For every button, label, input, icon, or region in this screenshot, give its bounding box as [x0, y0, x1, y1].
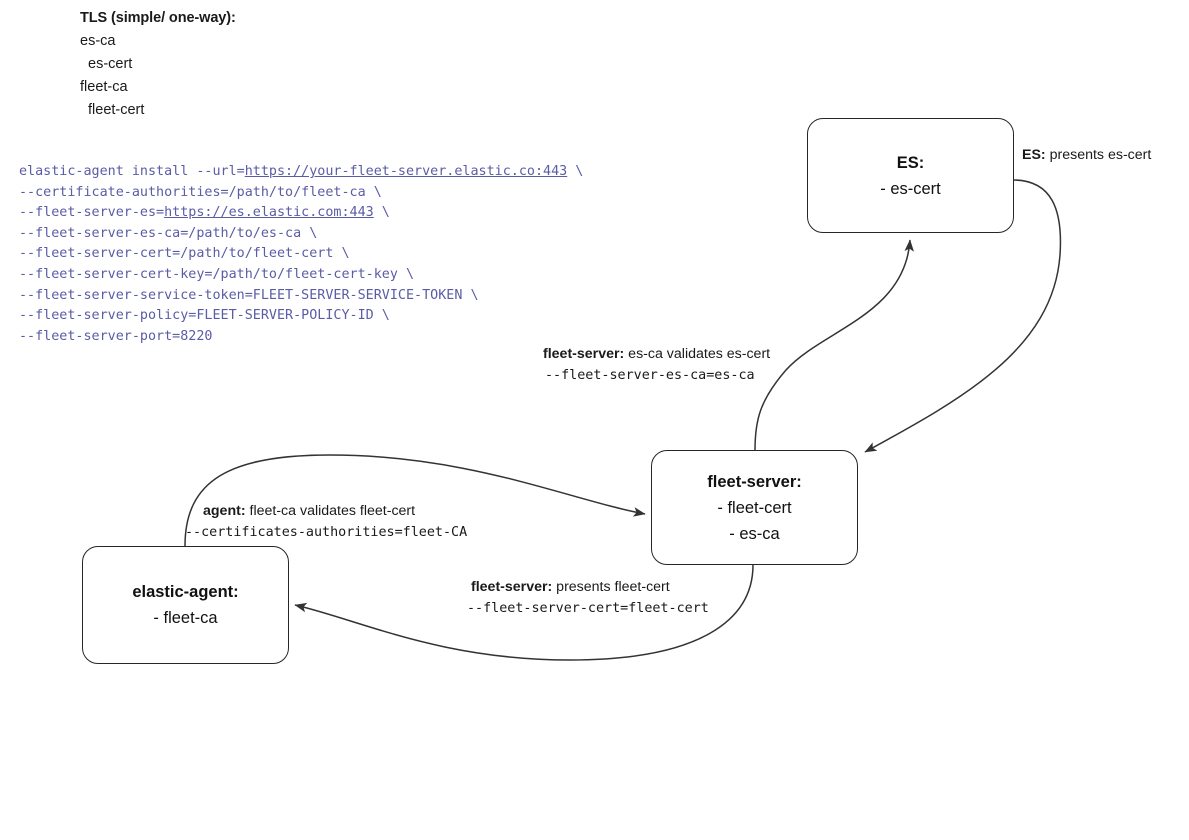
edge-label-agent-validates-rest: fleet-ca validates fleet-cert	[245, 503, 416, 519]
code-text: --fleet-server-es=	[19, 205, 165, 221]
code-line-8: --fleet-server-policy=FLEET-SERVER-POLIC…	[19, 306, 583, 327]
edge-label-fleet-server-validates-rest: es-ca validates es-cert	[624, 346, 771, 362]
code-line-5: --fleet-server-cert=/path/to/fleet-cert …	[19, 244, 583, 265]
code-link[interactable]: https://your-fleet-server.elastic.co:443	[244, 164, 568, 179]
edge-label-es-presents-bold: ES:	[1022, 147, 1046, 163]
code-text: --fleet-server-cert-key=/path/to/fleet-c…	[19, 266, 415, 282]
edge-fleet-server-to-es	[754, 239, 915, 451]
code-text: --certificate-authorities=/path/to/fleet…	[19, 184, 382, 200]
code-link[interactable]: https://es.elastic.com:443	[164, 205, 374, 221]
code-line-7: --fleet-server-service-token=FLEET-SERVE…	[19, 286, 583, 307]
code-text: \	[373, 205, 390, 221]
tls-legend: TLS (simple/ one-way): es-ca es-cert fle…	[80, 7, 236, 122]
node-fleet-server-title: fleet-server:	[707, 472, 802, 491]
node-elastic-agent[interactable]: elastic-agent: - fleet-ca	[82, 546, 289, 664]
code-line-9: --fleet-server-port=8220	[19, 327, 583, 348]
edge-label-agent-validates-bold: agent:	[203, 503, 246, 519]
code-text: --fleet-server-port=8220	[19, 328, 213, 344]
edge-label-agent-validates-row1: agent: fleet-ca validates fleet-cert	[203, 501, 467, 522]
edge-label-fleet-server-validates: fleet-server: es-ca validates es-cert --…	[543, 344, 770, 386]
code-text: --fleet-server-cert=/path/to/fleet-cert …	[19, 246, 350, 262]
code-line-6: --fleet-server-cert-key=/path/to/fleet-c…	[19, 265, 583, 286]
code-line-3: --fleet-server-es=https://es.elastic.com…	[19, 203, 583, 224]
legend-title: TLS (simple/ one-way):	[80, 10, 236, 26]
edge-label-fleet-server-presents-rest: presents fleet-cert	[552, 579, 670, 595]
node-fleet-server-line-1: - fleet-cert	[717, 498, 792, 517]
code-text: --fleet-server-service-token=FLEET-SERVE…	[19, 287, 479, 303]
node-es-title: ES:	[896, 153, 925, 172]
edge-label-es-presents-rest: presents es-cert	[1045, 147, 1152, 163]
edge-label-fleet-server-validates-bold: fleet-server:	[543, 346, 625, 362]
edge-label-agent-validates-mono: --certificates-authorities=fleet-CA	[185, 525, 468, 540]
node-es[interactable]: ES: - es-cert	[807, 118, 1014, 233]
edge-label-es-presents: ES: presents es-cert	[1022, 145, 1151, 166]
edge-label-fleet-server-presents: fleet-server: presents fleet-cert --flee…	[467, 577, 709, 619]
legend-item-fleet-ca: fleet-ca	[80, 79, 128, 95]
legend-item-es-cert: es-cert	[88, 56, 133, 72]
edge-label-fleet-server-validates-row1: fleet-server: es-ca validates es-cert	[543, 344, 770, 365]
code-text: \	[567, 164, 584, 179]
install-command-code-block: elastic-agent install --url=https://your…	[19, 162, 583, 347]
edge-label-fleet-server-presents-row1: fleet-server: presents fleet-cert	[471, 577, 709, 598]
node-elastic-agent-title: elastic-agent:	[132, 583, 239, 601]
code-text: --fleet-server-policy=FLEET-SERVER-POLIC…	[19, 308, 390, 324]
code-line-1: elastic-agent install --url=https://your…	[19, 162, 583, 183]
edge-label-agent-validates: agent: fleet-ca validates fleet-cert --c…	[185, 501, 467, 543]
code-line-2: --certificate-authorities=/path/to/fleet…	[19, 183, 583, 204]
node-fleet-server[interactable]: fleet-server: - fleet-cert - es-ca	[651, 450, 858, 565]
edge-label-fleet-server-presents-mono: --fleet-server-cert=fleet-cert	[467, 601, 709, 616]
edge-label-fleet-server-presents-bold: fleet-server:	[471, 579, 553, 595]
edge-label-fleet-server-validates-mono: --fleet-server-es-ca=es-ca	[545, 368, 755, 383]
legend-item-es-ca: es-ca	[80, 33, 116, 49]
code-text: elastic-agent install --url=	[19, 164, 245, 179]
node-fleet-server-line-2: - es-ca	[729, 524, 780, 543]
node-elastic-agent-line-1: - fleet-ca	[153, 609, 218, 627]
code-text: --fleet-server-es-ca=/path/to/es-ca \	[19, 225, 318, 241]
node-es-line-1: - es-cert	[880, 179, 941, 198]
legend-item-fleet-cert: fleet-cert	[88, 102, 145, 118]
code-line-4: --fleet-server-es-ca=/path/to/es-ca \	[19, 224, 583, 245]
edge-label-es-presents-row1: ES: presents es-cert	[1022, 145, 1151, 166]
